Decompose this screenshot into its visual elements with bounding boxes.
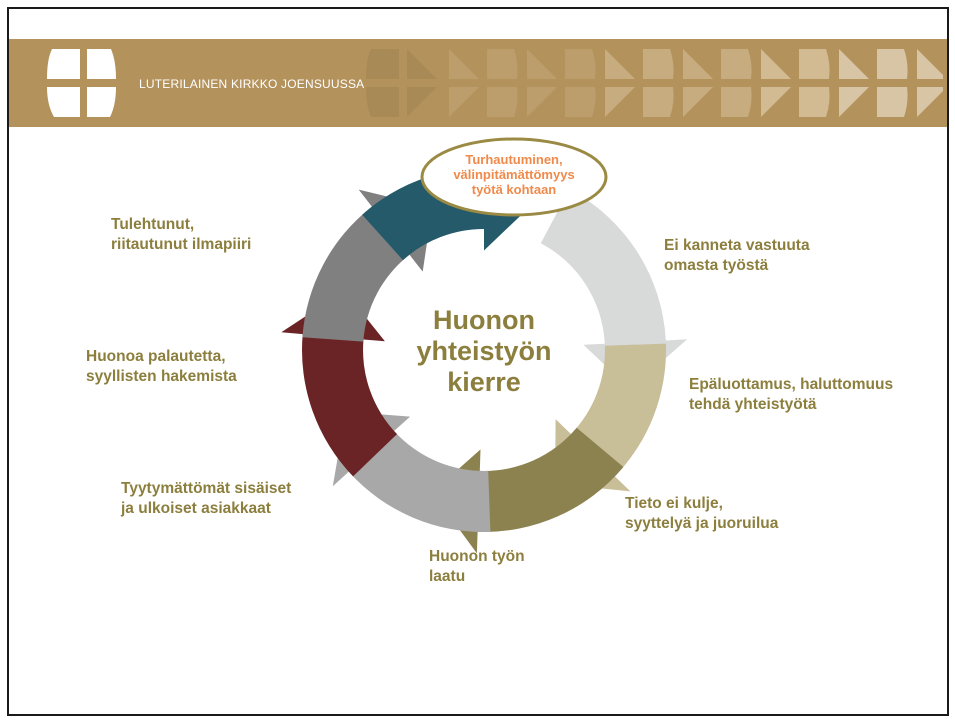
step-label-line: omasta työstä	[664, 257, 769, 274]
step-label-distrust: Epäluottamus, haluttomuus tehdä yhteisty…	[689, 375, 893, 415]
highlight-oval	[420, 137, 608, 217]
step-label-customers: Tyytymättömät sisäiset ja ulkoiset asiak…	[121, 479, 291, 519]
step-label-quality: Huonon työn laatu	[429, 547, 525, 587]
highlight-label: Turhautuminen, välinpitämättömyys työtä …	[421, 152, 607, 197]
diagram-title-line: kierre	[447, 367, 521, 397]
header-banner	[9, 39, 947, 127]
step-label-line: syyllisten hakemista	[86, 368, 237, 385]
logo-pattern	[47, 49, 943, 117]
cycle-diagram	[281, 137, 688, 554]
cross-logo-icon	[47, 49, 116, 117]
step-label-line: Tieto ei kulje,	[625, 495, 723, 512]
step-label-information: Tieto ei kulje, syyttelyä ja juoruilua	[625, 494, 778, 534]
header-title: LUTERILAINEN KIRKKO JOENSUUSSA	[139, 77, 365, 91]
step-label-line: Huonon työn	[429, 548, 525, 565]
step-label-atmosphere: Tulehtunut, riitautunut ilmapiiri	[111, 215, 251, 255]
step-label-line: laatu	[429, 568, 466, 585]
step-label-line: syyttelyä ja juoruilua	[625, 515, 779, 532]
slide: LUTERILAINEN KIRKKO JOENSUUSSA Turhautum…	[7, 7, 949, 716]
step-label-line: Huonoa palautetta,	[86, 348, 226, 365]
step-label-line: Tyytymättömät sisäiset	[121, 480, 292, 497]
highlight-line: välinpitämättömyys	[453, 167, 575, 182]
step-label-line: Epäluottamus, haluttomuus	[689, 376, 894, 393]
diagram-title: Huonon yhteistyön kierre	[404, 305, 564, 398]
arrow-responsibility	[540, 189, 688, 390]
step-label-line: Ei kanneta vastuuta	[664, 237, 810, 254]
diagram-title-line: Huonon	[433, 305, 535, 335]
step-label-line: tehdä yhteistyötä	[689, 396, 817, 413]
step-label-responsibility: Ei kanneta vastuuta omasta työstä	[664, 236, 810, 276]
highlight-line: työtä kohtaan	[471, 182, 557, 197]
decorative-pattern	[366, 49, 943, 117]
step-label-line: Tulehtunut,	[111, 216, 195, 233]
step-label-line: ja ulkoiset asiakkaat	[121, 500, 271, 517]
highlight-line: Turhautuminen,	[465, 152, 563, 167]
diagram-title-line: yhteistyön	[416, 336, 552, 366]
step-label-feedback: Huonoa palautetta, syyllisten hakemista	[86, 347, 237, 387]
step-label-line: riitautunut ilmapiiri	[111, 236, 252, 253]
